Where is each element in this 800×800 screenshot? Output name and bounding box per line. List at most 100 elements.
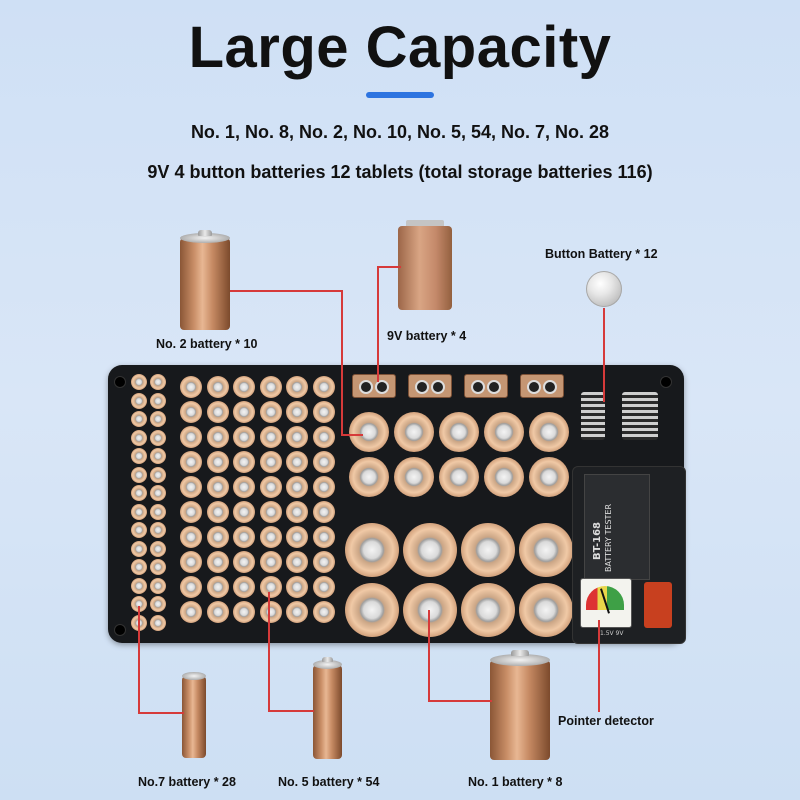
d-slot <box>403 523 457 577</box>
aaa-slot <box>131 503 147 520</box>
aaa-slot <box>150 411 166 427</box>
callout-line <box>268 592 270 712</box>
c-slot <box>349 412 389 452</box>
c-slot <box>394 412 434 452</box>
aa-slot <box>180 526 202 548</box>
c-slot <box>529 457 569 497</box>
aa-slot <box>206 526 229 548</box>
label-button: Button Battery * 12 <box>545 247 658 261</box>
aa-slot <box>312 576 335 598</box>
aaa-slot <box>150 614 166 631</box>
mount-hole <box>114 624 126 636</box>
aa-slot <box>312 501 335 523</box>
d-slot <box>345 523 399 577</box>
aa-slot <box>233 576 255 598</box>
9v-clip <box>520 374 564 398</box>
c-slot <box>484 412 524 452</box>
aaa-slot <box>131 448 147 464</box>
aa-slot <box>259 551 282 573</box>
callout-line <box>268 710 314 712</box>
c-slot <box>349 457 389 497</box>
aa-slot <box>233 526 255 548</box>
c-slot <box>484 457 524 497</box>
aa-slot <box>206 476 229 498</box>
mount-hole <box>660 376 672 388</box>
aaa-slot <box>131 429 147 446</box>
aa-slot <box>286 401 308 423</box>
aaa-slot <box>150 448 166 464</box>
aa-slot <box>180 501 202 523</box>
aaa-slot <box>131 540 147 557</box>
aa-slot <box>233 476 255 498</box>
aa-slot <box>180 601 202 623</box>
aaa-slot <box>150 540 166 557</box>
title-underline <box>366 92 434 98</box>
aa-slot <box>259 501 282 523</box>
label-no7: No.7 battery * 28 <box>138 775 236 789</box>
tester-footer: 1.5V 9V <box>600 630 624 637</box>
callout-line <box>428 610 430 702</box>
aa-slot <box>312 526 335 548</box>
9v-clip <box>352 374 396 398</box>
aa-slot <box>233 451 255 473</box>
callout-line <box>341 290 343 436</box>
aa-slot <box>180 476 202 498</box>
aa-slot <box>286 476 308 498</box>
c-slot <box>439 457 479 497</box>
callout-line <box>230 290 342 292</box>
tester-model: BT-168 <box>592 522 603 560</box>
aa-slot <box>286 601 308 623</box>
9v-clip <box>408 374 452 398</box>
d-slot <box>519 583 573 637</box>
aaa-slot <box>150 503 166 520</box>
c-slot <box>394 457 434 497</box>
aa-slot <box>312 601 335 623</box>
aa-slot <box>312 451 335 473</box>
aaa-slot <box>150 596 166 612</box>
tester-label-panel <box>584 474 650 580</box>
button-slot-spring <box>581 392 605 440</box>
aa-slot <box>312 551 335 573</box>
callout-line <box>377 266 379 382</box>
aaa-slot <box>131 411 147 427</box>
aa-slot <box>180 551 202 573</box>
button-slot-spring <box>622 392 658 440</box>
aaa-slot <box>150 374 166 390</box>
callout-line <box>598 620 600 712</box>
callout-line <box>603 308 605 402</box>
aa-slot <box>233 376 255 398</box>
callout-line <box>428 700 492 702</box>
aa-slot <box>206 451 229 473</box>
aaa-slot <box>131 522 147 538</box>
aa-slot <box>206 576 229 598</box>
aa-slot <box>180 426 202 448</box>
aa-slot <box>233 551 255 573</box>
aa-slot <box>180 576 202 598</box>
label-pointer: Pointer detector <box>558 714 654 728</box>
mount-hole <box>114 376 126 388</box>
aa-slot <box>180 376 202 398</box>
aa-slot <box>286 551 308 573</box>
aaa-slot <box>150 577 166 594</box>
aa-slot <box>259 426 282 448</box>
aa-slot <box>233 426 255 448</box>
aa-slot <box>233 601 255 623</box>
aa-slot <box>286 501 308 523</box>
c-slot <box>439 412 479 452</box>
page-title: Large Capacity <box>188 15 612 80</box>
aa-slot <box>180 401 202 423</box>
aa-slot <box>286 426 308 448</box>
aaa-slot <box>131 374 147 390</box>
d-slot <box>461 523 515 577</box>
tester-subtitle: BATTERY TESTER <box>604 503 613 572</box>
aa-slot <box>206 501 229 523</box>
aa-slot <box>259 526 282 548</box>
aa-slot <box>259 576 282 598</box>
d-slot <box>519 523 573 577</box>
aaa-slot <box>131 392 147 409</box>
aaa-slot <box>150 392 166 409</box>
aa-slot <box>233 501 255 523</box>
aa-slot <box>312 426 335 448</box>
aa-slot <box>233 401 255 423</box>
callout-line <box>341 434 363 436</box>
